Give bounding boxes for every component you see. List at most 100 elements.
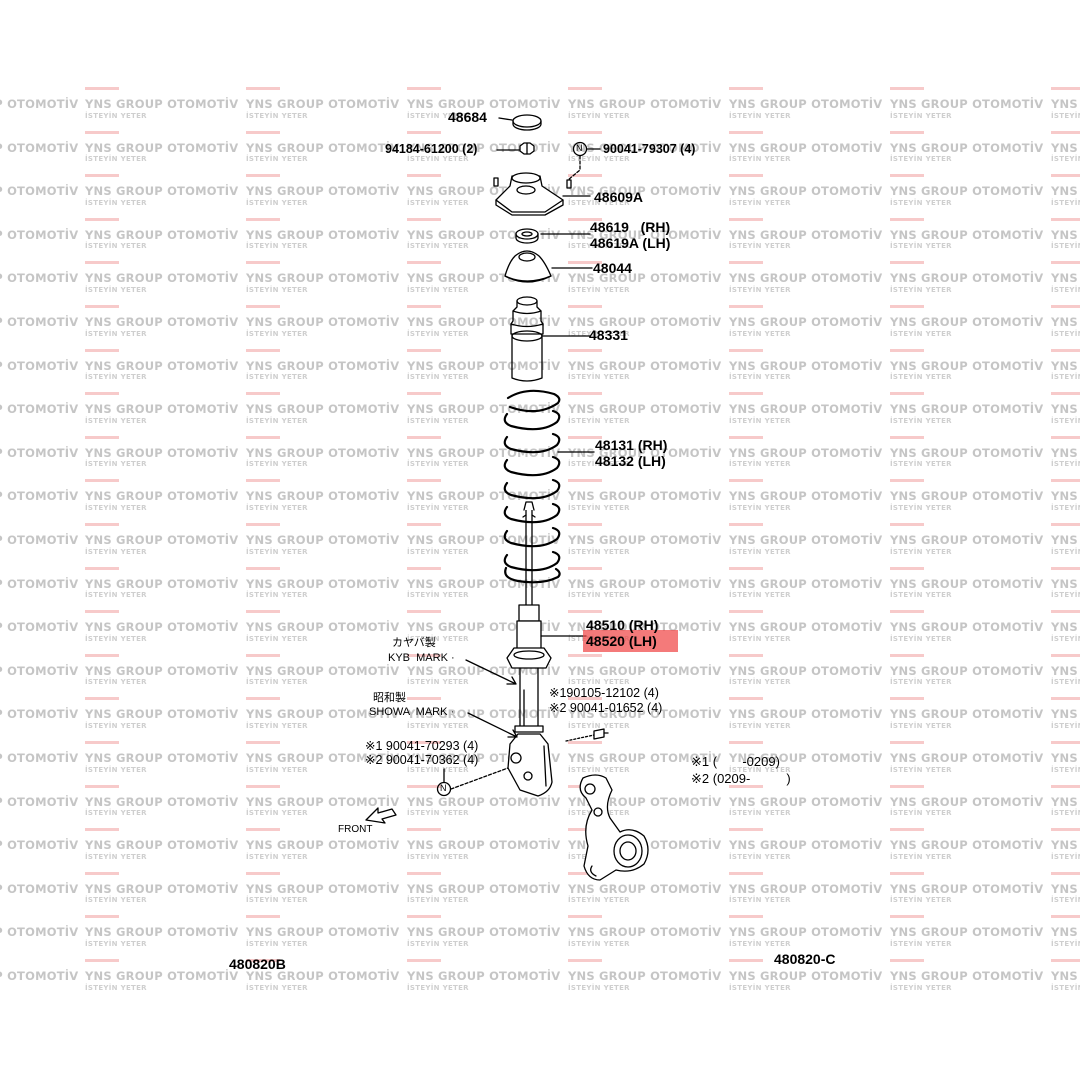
watermark-tagline: İSTEYİN YETER [890,634,952,643]
watermark-tagline: İSTEYİN YETER [246,721,308,730]
watermark-brand: YNS GROUP OTOMOTİV [0,925,79,940]
watermark-tagline: İSTEYİN YETER [1051,591,1080,600]
watermark-brand: YNS GROUP OTOMOTİV [0,140,79,155]
watermark-tagline: İSTEYİN YETER [1051,242,1080,251]
label-48044[interactable]: 48044 [593,260,632,276]
watermark-brand: YNS GROUP OTOMOTİV [85,445,239,460]
watermark-tagline: İSTEYİN YETER [407,678,469,687]
watermark-tagline: İSTEYİN YETER [246,329,308,338]
label-48619a[interactable]: 48619A (LH) [590,235,671,251]
label-48619[interactable]: 48619 (RH) [590,219,671,235]
watermark-tagline: İSTEYİN YETER [85,460,147,469]
watermark-bar [568,348,602,352]
label-48132[interactable]: 48132 (LH) [595,453,666,469]
watermark-bar [729,697,763,701]
watermark-bar [407,653,441,657]
watermark-brand: YNS GROUP OTOMOTİV [1051,184,1080,199]
watermark-brand: YNS GROUP OTOMOTİV [85,881,239,896]
label-48684[interactable]: 48684 [448,109,487,125]
watermark-bar [85,305,119,308]
watermark-brand: YNS GROUP OTOMOTİV [1051,794,1080,809]
watermark-brand: YNS GROUP OTOMOTİV [729,707,883,722]
watermark-brand: YNS GROUP OTOMOTİV [729,794,883,809]
steering-knuckle [579,774,649,881]
watermark-bar [85,174,119,178]
watermark-brand: YNS GROUP OTOMOTİV [729,969,883,983]
watermark-bar [729,348,763,352]
ref-480820-c: 480820-C [774,951,836,967]
watermark-bar [890,697,924,701]
watermark-brand: YNS GROUP OTOMOTİV [0,533,79,547]
watermark-bar [890,653,924,657]
watermark-brand: YNS GROUP OTOMOTİV [890,663,1044,678]
watermark-brand: YNS GROUP OTOMOTİV [0,402,79,417]
watermark-tagline: İSTEYİN YETER [1051,503,1080,512]
watermark-bar [407,87,441,90]
label-94184-61200[interactable]: 94184-61200 (2) [385,142,478,156]
watermark-brand: YNS GROUP OTOMOTİV [568,751,722,765]
watermark-tagline: İSTEYİN YETER [407,155,469,164]
watermark-tagline: İSTEYİN YETER [1051,198,1080,207]
label-48131[interactable]: 48131 (RH) [595,437,668,453]
watermark-bar [407,697,441,701]
ref-480820b: 480820B [229,956,286,972]
watermark-bar [890,479,924,483]
watermark-bar [85,871,119,875]
label-48520[interactable]: 48520 (LH) [586,633,657,649]
piston-rod [522,501,536,606]
watermark-tagline: İSTEYİN YETER [890,939,952,948]
watermark-tagline: İSTEYİN YETER [85,547,147,556]
watermark-brand: YNS GROUP OTOMOTİV [407,838,561,853]
watermark-bar [246,348,280,352]
watermark-tagline: İSTEYİN YETER [1051,809,1080,818]
watermark-tagline: İSTEYİN YETER [729,896,791,905]
watermark-brand: YNS GROUP OTOMOTİV [1051,838,1080,853]
watermark-brand: YNS GROUP OTOMOTİV [246,315,400,329]
label-48331[interactable]: 48331 [589,327,628,343]
watermark-bar [85,261,119,265]
watermark-brand: YNS GROUP OTOMOTİV [0,489,79,504]
label-48510[interactable]: 48510 (RH) [586,617,659,633]
watermark-tagline: İSTEYİN YETER [1051,373,1080,382]
watermark-bar [246,261,280,265]
watermark-bar [407,435,441,439]
watermark-tagline: İSTEYİN YETER [729,983,791,992]
watermark-tagline: İSTEYİN YETER [1051,111,1080,120]
watermark-brand: YNS GROUP OTOMOTİV [407,184,561,199]
watermark-bar [729,871,763,875]
label-48609a[interactable]: 48609A [594,189,644,205]
watermark-tagline: İSTEYİN YETER [568,416,630,425]
watermark-brand: YNS GROUP OTOMOTİV [0,663,79,678]
watermark-tagline: İSTEYİN YETER [890,111,952,120]
watermark-brand: YNS GROUP OTOMOTİV [85,794,239,809]
watermark-tagline: İSTEYİN YETER [729,111,791,120]
watermark-brand: YNS GROUP OTOMOTİV [407,751,561,765]
label-90041-79307[interactable]: 90041-79307 (4) [603,142,696,156]
watermark-brand: YNS GROUP OTOMOTİV [568,576,722,591]
watermark-bar [246,915,280,919]
